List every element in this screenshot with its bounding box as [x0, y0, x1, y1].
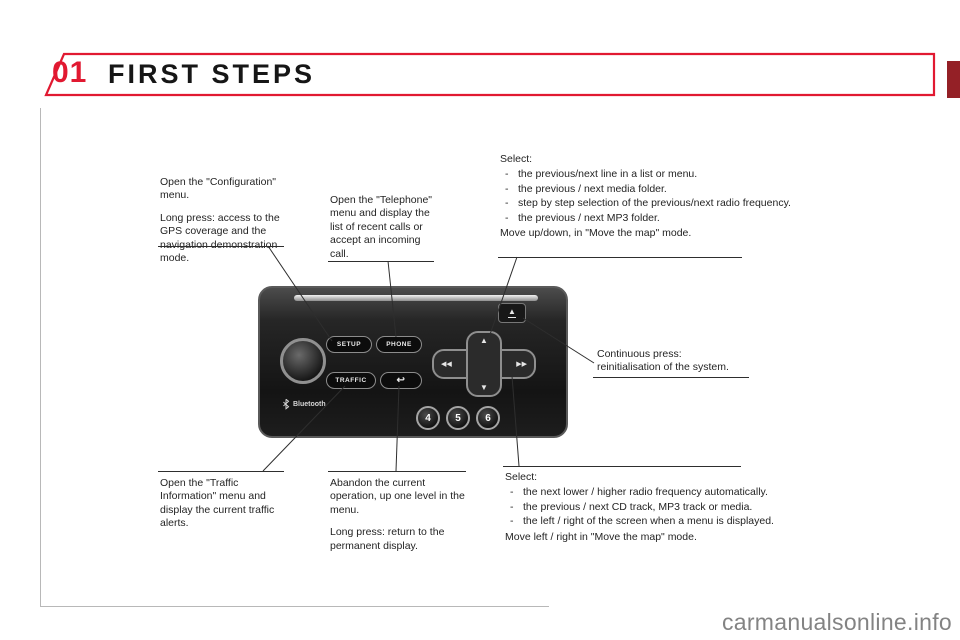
bluetooth-icon	[283, 398, 290, 410]
traffic-button: TRAFFIC	[326, 372, 376, 389]
callout-rule	[498, 257, 742, 258]
preset-6-label: 6	[485, 412, 491, 424]
car-stereo-illustration: ▲ SETUP PHONE TRAFFIC ↩ Bluetooth 4 5 6	[258, 286, 568, 438]
content-border-bottom	[40, 606, 549, 607]
bluetooth-label: Bluetooth	[282, 398, 326, 410]
back-icon: ↩	[396, 375, 406, 386]
callout-text: Open the "Traffic Information" menu and …	[160, 477, 275, 530]
chapter-number: 01	[52, 56, 88, 89]
chapter-header-outline	[44, 52, 936, 97]
callout-title: Select:	[505, 471, 538, 483]
callout-title: Select:	[500, 153, 533, 165]
volume-knob	[280, 338, 326, 384]
callout-text: Open the "Configuration" menu.	[160, 176, 277, 202]
callout-list: the previous/next line in a list or menu…	[500, 168, 865, 225]
callout-text: Long press: access to the GPS coverage a…	[160, 211, 280, 265]
list-item: the left / right of the screen when a me…	[505, 515, 865, 529]
callout-traffic: Open the "Traffic Information" menu and …	[160, 477, 284, 531]
bluetooth-text: Bluetooth	[293, 400, 326, 408]
callout-rule	[158, 246, 284, 247]
arrow-down-icon: ▼	[480, 383, 488, 392]
callout-rule	[328, 261, 434, 262]
preset-5-label: 5	[455, 412, 461, 424]
page-edge-tab	[947, 61, 960, 98]
preset-button-4: 4	[416, 406, 440, 430]
callout-select-vertical: Select: the previous/next line in a list…	[500, 153, 865, 241]
callout-select-horizontal: Select: the next lower / higher radio fr…	[505, 471, 865, 544]
site-watermark: carmanualsonline.info	[721, 609, 952, 635]
callout-footer: Move up/down, in "Move the map" mode.	[500, 227, 692, 240]
callout-rule	[158, 471, 284, 472]
callout-text: Continuous press: reinitialisation of th…	[597, 348, 729, 374]
list-item: the previous/next line in a list or menu…	[500, 168, 865, 182]
callout-rule	[593, 377, 749, 378]
cd-slot	[294, 295, 538, 301]
phone-button: PHONE	[376, 336, 422, 353]
callout-text: Open the "Telephone" menu and display th…	[330, 194, 433, 260]
callout-text: Long press: return to the permanent disp…	[330, 526, 445, 552]
list-item: the next lower / higher radio frequency …	[505, 486, 865, 500]
eject-button: ▲	[498, 303, 526, 323]
setup-button: SETUP	[326, 336, 372, 353]
phone-button-label: PHONE	[386, 341, 412, 348]
eject-icon: ▲	[508, 307, 516, 318]
list-item: the previous / next MP3 folder.	[500, 212, 865, 226]
list-item: the previous / next CD track, MP3 track …	[505, 501, 865, 515]
dpad-vertical: ▲ ▼	[466, 331, 502, 397]
callout-telephone: Open the "Telephone" menu and display th…	[330, 194, 434, 261]
callout-text: Abandon the current operation, up one le…	[330, 477, 465, 516]
preset-button-5: 5	[446, 406, 470, 430]
content-border-left	[40, 108, 41, 606]
seek-right-icon: ▶▶	[516, 361, 527, 368]
callout-list: the next lower / higher radio frequency …	[505, 486, 865, 529]
list-item: step by step selection of the previous/n…	[500, 197, 865, 211]
arrow-up-icon: ▲	[480, 336, 488, 345]
traffic-button-label: TRAFFIC	[335, 377, 367, 384]
back-button: ↩	[380, 372, 422, 389]
callout-configuration: Open the "Configuration" menu. Long pres…	[160, 176, 284, 266]
callout-reset: Continuous press: reinitialisation of th…	[597, 348, 747, 375]
seek-left-icon: ◀◀	[441, 361, 452, 368]
callout-rule	[503, 466, 741, 467]
preset-4-label: 4	[425, 412, 431, 424]
preset-button-6: 6	[476, 406, 500, 430]
page-title: FIRST STEPS	[108, 59, 316, 89]
callout-footer: Move left / right in "Move the map" mode…	[505, 530, 697, 543]
list-item: the previous / next media folder.	[500, 183, 865, 197]
callout-abandon: Abandon the current operation, up one le…	[330, 477, 468, 553]
callout-rule	[328, 471, 466, 472]
setup-button-label: SETUP	[336, 341, 362, 348]
